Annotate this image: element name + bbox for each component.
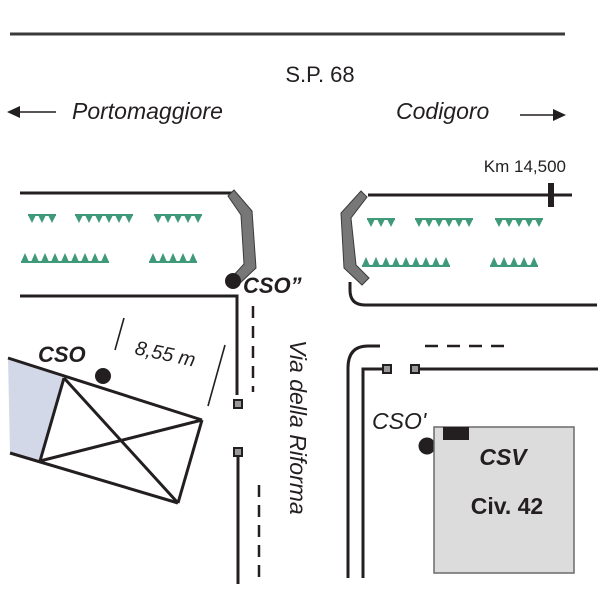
dimension-tick-right: [207, 344, 226, 407]
vegetation-symbol-up: [530, 257, 538, 266]
vegetation-symbol-up: [382, 257, 390, 266]
distance-label: 8,55 m: [133, 337, 197, 371]
vegetation-symbol-down: [115, 215, 123, 223]
vegetation-row-left-top: [28, 214, 202, 223]
vegetation-symbol-down: [525, 219, 533, 227]
vegetation-symbol-down: [75, 215, 83, 223]
manhole-box-left-upper: [233, 399, 243, 409]
vegetation-symbol-up: [41, 253, 49, 262]
manhole-box-left-lower: [233, 447, 243, 457]
hatched-area: [8, 358, 64, 462]
road-edge-left-lower: [20, 294, 239, 395]
vegetation-base: [75, 214, 133, 216]
vegetation-symbol-down: [194, 215, 202, 223]
vegetation-symbol-up: [71, 253, 79, 262]
vegetation-symbol-down: [38, 215, 46, 223]
vegetation-symbol-up: [91, 253, 99, 262]
vegetation-symbol-up: [31, 253, 39, 262]
cso-prime-point: [418, 437, 436, 455]
vegetation-symbol-down: [174, 215, 182, 223]
cso-point: [95, 368, 111, 384]
vegetation-symbol-up: [362, 257, 370, 266]
direction-right-label: Codigoro: [396, 98, 490, 124]
km-marker-label: Km 14,500: [484, 157, 566, 176]
vegetation-symbol-up: [500, 257, 508, 266]
vegetation-symbol-up: [490, 257, 498, 266]
vegetation-symbol-up: [179, 253, 187, 262]
vegetation-symbol-up: [412, 257, 420, 266]
vegetation-symbol-down: [125, 215, 133, 223]
vegetation-symbol-up: [61, 253, 69, 262]
vegetation-symbol-down: [164, 215, 172, 223]
vegetation-symbol-up: [432, 257, 440, 266]
vegetation-symbol-up: [149, 253, 157, 262]
vegetation-symbol-up: [169, 253, 177, 262]
vegetation-symbol-down: [95, 215, 103, 223]
vegetation-row-left-bottom: [21, 253, 197, 263]
road-edge-side-right-inner: [361, 367, 382, 578]
vegetation-symbol-down: [105, 215, 113, 223]
vegetation-symbol-up: [101, 253, 109, 262]
road-edge-right-lower: [348, 282, 597, 307]
vegetation-symbol-down: [425, 219, 433, 227]
curb-left: [227, 189, 257, 285]
building-name: CSV: [479, 444, 528, 470]
vegetation-symbol-up: [402, 257, 410, 266]
vegetation-symbol-down: [85, 215, 93, 223]
direction-left-label: Portomaggiore: [72, 98, 223, 124]
vegetation-symbol-down: [435, 219, 443, 227]
cso-double-prime-point: [225, 273, 241, 289]
vegetation-symbol-down: [455, 219, 463, 227]
vegetation-symbol-down: [184, 215, 192, 223]
vegetation-symbol-down: [367, 219, 375, 227]
vegetation-symbol-up: [51, 253, 59, 262]
vegetation-symbol-down: [445, 219, 453, 227]
vegetation-symbol-down: [515, 219, 523, 227]
vegetation-row-right-top: [367, 218, 543, 227]
vegetation-symbol-up: [392, 257, 400, 266]
vegetation-symbol-down: [387, 219, 395, 227]
vegetation-symbol-down: [465, 219, 473, 227]
vegetation-symbol-up: [422, 257, 430, 266]
vegetation-symbol-down: [415, 219, 423, 227]
side-street-label: Via della Riforma: [285, 340, 311, 515]
vegetation-symbol-down: [505, 219, 513, 227]
vegetation-symbol-up: [520, 257, 528, 266]
vegetation-symbol-up: [442, 257, 450, 266]
arrow-right-icon: [520, 109, 566, 121]
vegetation-symbol-down: [377, 219, 385, 227]
vegetation-symbol-up: [81, 253, 89, 262]
road-title: S.P. 68: [285, 62, 354, 87]
vegetation-symbol-up: [189, 253, 197, 262]
csv-building: [433, 426, 575, 574]
curb-right: [340, 190, 370, 286]
building-outline: [7, 356, 204, 505]
cso-label: CSO: [38, 342, 86, 367]
manhole-box-right-1: [382, 364, 392, 374]
vegetation-symbol-down: [48, 215, 56, 223]
building-civic-number: Civ. 42: [471, 493, 543, 519]
vegetation-symbol-up: [372, 257, 380, 266]
manhole-box-right-2: [410, 364, 420, 374]
csv-entrance-marker: [443, 427, 469, 440]
cso-double-prime-label: CSO”: [243, 273, 302, 298]
cso-prime-label: CSO': [372, 408, 428, 434]
vegetation-symbol-down: [535, 219, 543, 227]
vegetation-symbol-down: [28, 215, 36, 223]
vegetation-base: [415, 218, 473, 220]
vegetation-symbol-up: [510, 257, 518, 266]
vegetation-symbol-up: [159, 253, 167, 262]
vegetation-row-right-bottom: [362, 257, 538, 267]
dimension-tick-left: [114, 317, 125, 351]
road-edge-side-right-outer: [346, 344, 380, 578]
arrow-left-icon: [7, 106, 56, 118]
vegetation-symbol-up: [21, 253, 29, 262]
vegetation-symbol-down: [154, 215, 162, 223]
vegetation-symbol-down: [495, 219, 503, 227]
